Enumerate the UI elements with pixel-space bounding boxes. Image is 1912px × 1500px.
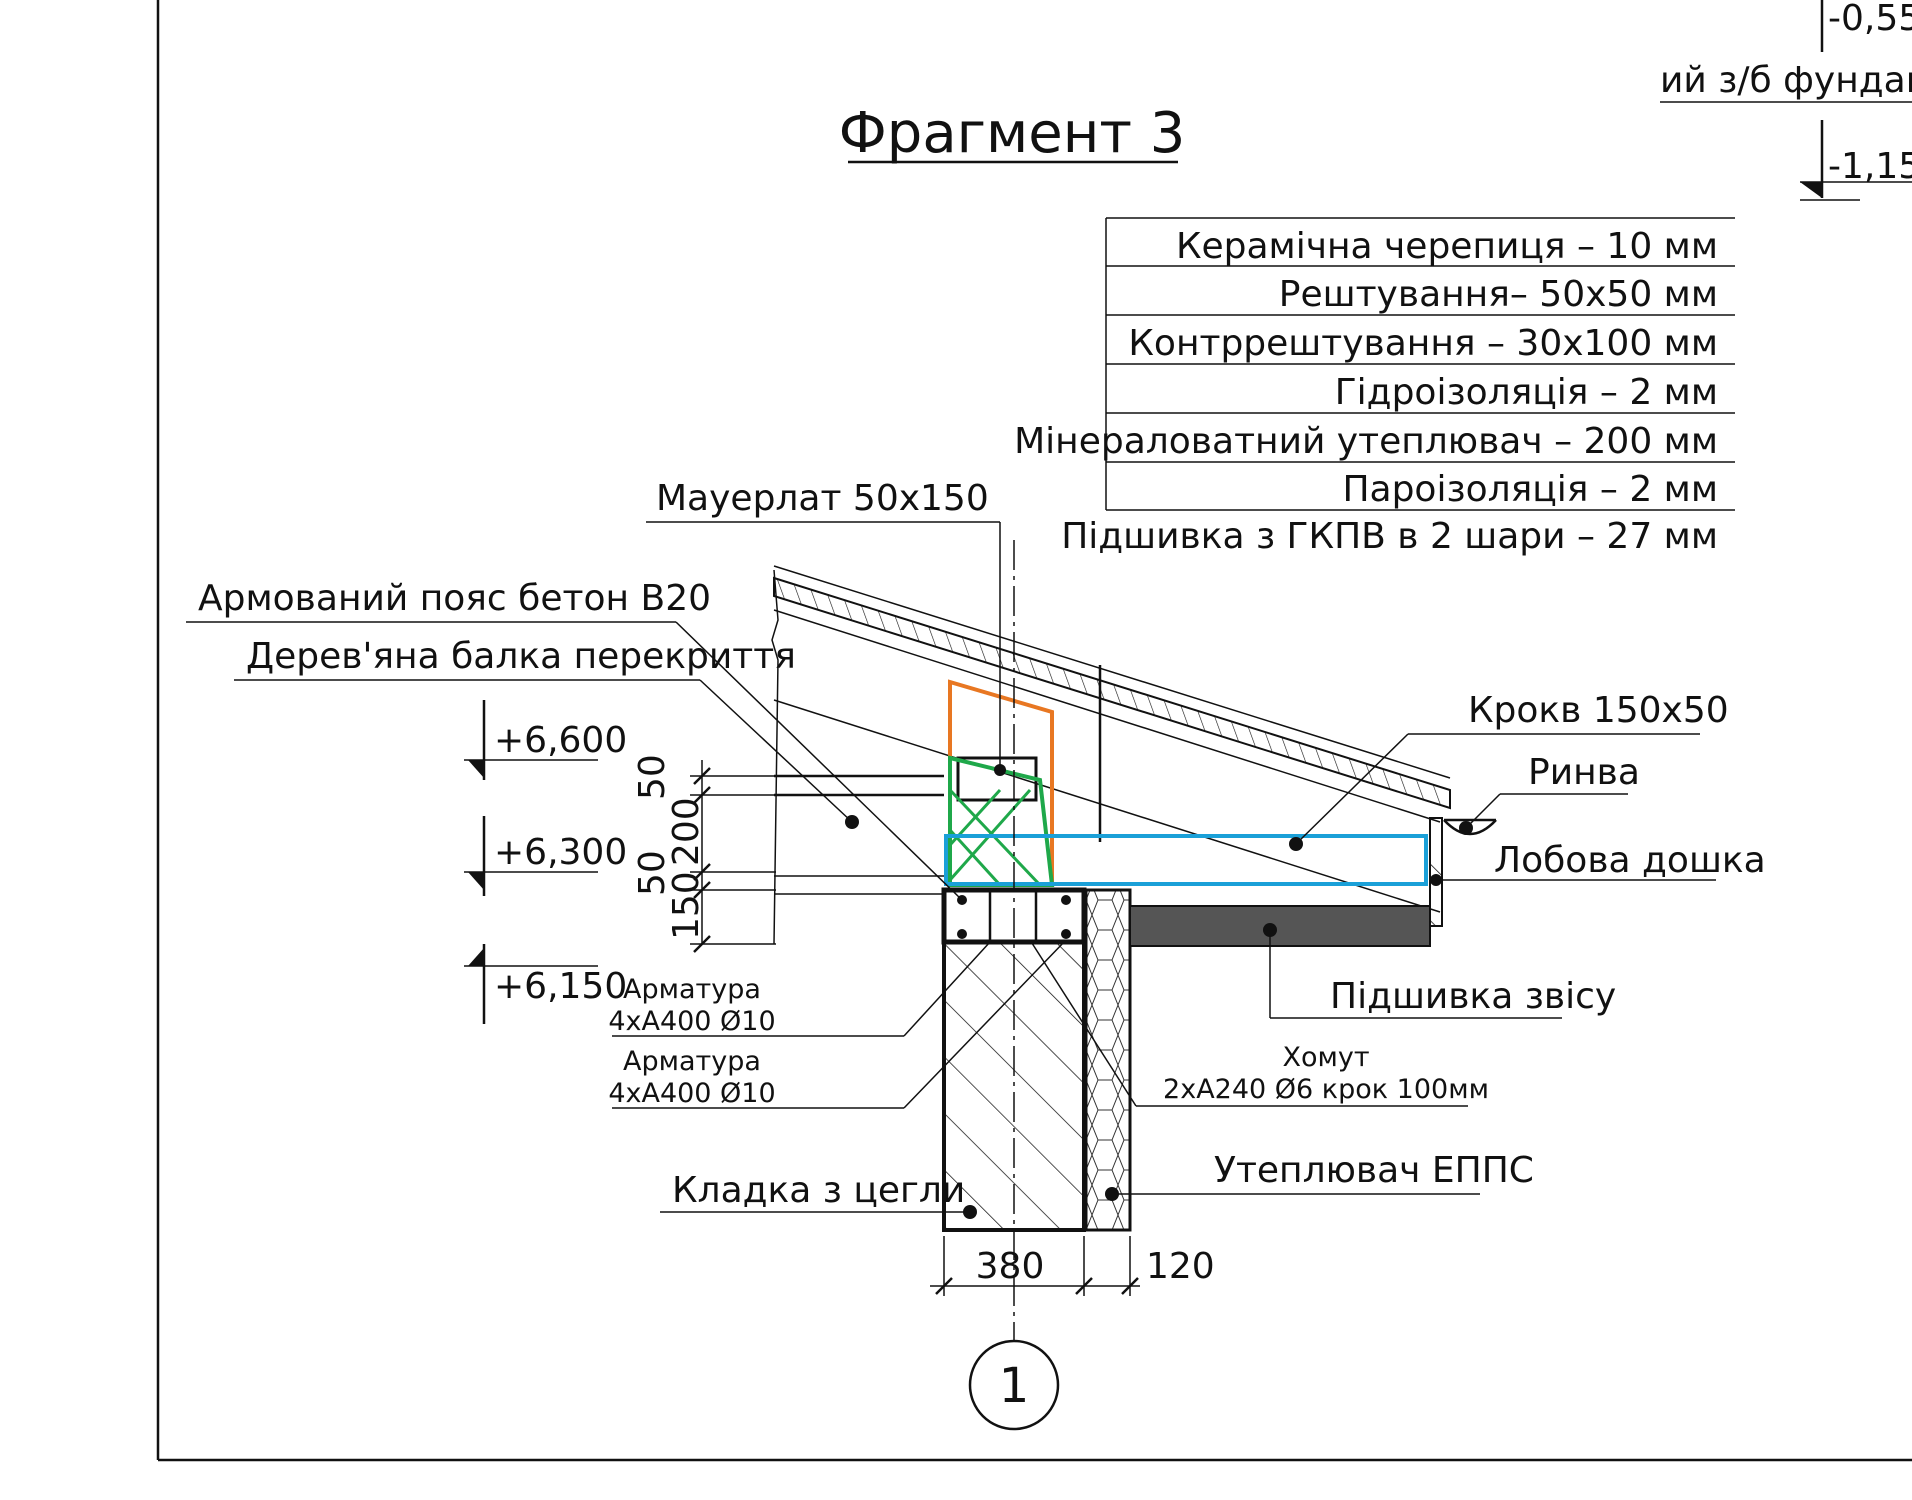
annotations: Мауерлат 50x150 Армований пояс бетон B20…: [186, 478, 1766, 1219]
label-gutter: Ринва: [1528, 752, 1640, 793]
level-minus-1150: -1,150: [1828, 146, 1912, 187]
soffit-board: [1129, 905, 1431, 947]
axis-label: 1: [999, 1358, 1030, 1414]
label-stirrup-title: Хомут: [1282, 1042, 1369, 1073]
dim-50-top: 50: [632, 754, 673, 800]
layer-item: Рештування– 50x50 мм: [1279, 274, 1718, 315]
layer-item: Керамічна черепиця – 10 мм: [1176, 226, 1718, 267]
label-fascia: Лобова дошка: [1494, 840, 1766, 881]
fascia-gutter: [1429, 817, 1497, 927]
dim-50-bottom: 50: [632, 850, 673, 896]
level-minus-0550: -0,550: [1828, 0, 1912, 39]
mauerlat-beam: [948, 755, 1055, 887]
label-soffit: Підшивка звісу: [1330, 976, 1616, 1017]
label-stirrup-spec: 2xA240 Ø6 крок 100мм: [1163, 1074, 1489, 1105]
vertical-dimensions: 50 200 50 150: [632, 754, 776, 953]
level-marks: +6,600 +6,300 +6,150: [464, 700, 627, 1024]
label-rafter: Крокв 150x50: [1468, 690, 1729, 731]
layer-item: Контррештування – 30x100 мм: [1128, 323, 1718, 364]
label-reinforced-belt: Армований пояс бетон B20: [198, 578, 711, 619]
label-rebar-2-spec: 4xA400 Ø10: [608, 1078, 775, 1109]
title-block: Фрагмент 3: [839, 101, 1186, 166]
layer-item: Гідроізоляція – 2 мм: [1335, 372, 1718, 413]
label-wooden-beam: Дерев'яна балка перекриття: [246, 636, 796, 677]
dim-200: 200: [666, 797, 707, 866]
drawing-title: Фрагмент 3: [839, 101, 1186, 166]
roof-assembly: [771, 565, 1451, 945]
level-6150: +6,150: [494, 966, 627, 1007]
sheet-frame: [156, 0, 1912, 1462]
label-rebar-1-title: Арматура: [623, 974, 761, 1005]
horizontal-dimensions: 380 120: [930, 1236, 1215, 1296]
label-masonry: Кладка з цегли: [672, 1170, 965, 1211]
layer-item: Підшивка з ГКПВ в 2 шари – 27 мм: [1061, 516, 1718, 557]
label-eps: Утеплювач ЕППС: [1214, 1150, 1534, 1191]
label-mauerlat: Мауерлат 50x150: [656, 478, 989, 519]
label-rebar-2-title: Арматура: [623, 1046, 761, 1077]
level-6300: +6,300: [494, 832, 627, 873]
layer-legend: Керамічна черепиця – 10 мм Рештування– 5…: [1014, 217, 1735, 557]
dim-380: 380: [976, 1246, 1045, 1287]
corner-fragment: -0,550 ий з/б фундамен -1,150: [1660, 0, 1912, 201]
rafter-beam: [944, 834, 1428, 886]
layer-item: Пароізоляція – 2 мм: [1342, 469, 1718, 510]
foundation-label: ий з/б фундамен: [1660, 60, 1912, 101]
dim-120: 120: [1146, 1246, 1215, 1287]
level-6600: +6,600: [494, 720, 627, 761]
axis-bubble: [968, 1339, 1060, 1431]
dim-150: 150: [666, 871, 707, 940]
layer-item: Мінераловатний утеплювач – 200 мм: [1014, 421, 1718, 462]
label-rebar-1-spec: 4xA400 Ø10: [608, 1006, 775, 1037]
eps-insulation: [1084, 888, 1132, 1232]
